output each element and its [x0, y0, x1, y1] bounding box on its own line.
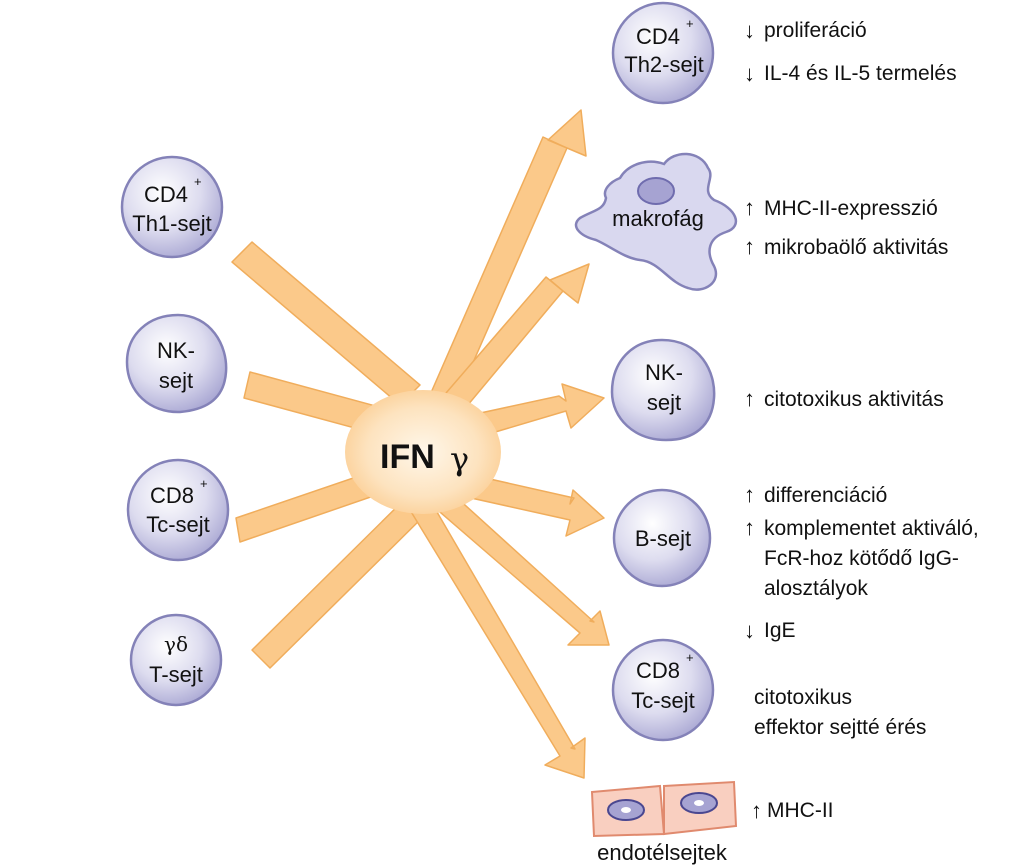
effect-b-2-line2: FcR-hoz kötődő IgG- — [764, 547, 959, 570]
ifn-gamma-label: IFN — [380, 438, 435, 476]
effect-mac-1-text: MHC-II-expresszió — [764, 197, 938, 220]
source-cell-th1: CD4 + Th1-sejt — [120, 155, 224, 259]
effect-nk-arrow: ↑ — [744, 386, 755, 411]
effects-nk: ↑ citotoxikus aktivitás — [744, 386, 944, 411]
th2-line2: Th2-sejt — [624, 52, 703, 77]
gammadelta-symbol: γδ — [164, 632, 188, 656]
macrophage-nucleus — [637, 177, 675, 205]
effect-b-3-arrow: ↓ — [744, 618, 755, 643]
th1-label-line2: Th1-sejt — [132, 211, 211, 236]
arrow-to-endothelial — [409, 499, 586, 779]
effect-cd8-line1: citotoxikus — [754, 686, 852, 709]
macrophage-label: makrofág — [612, 206, 704, 231]
source-cd8-line1: CD8 — [150, 483, 194, 508]
gammadelta-label: T-sejt — [149, 662, 203, 687]
target-cell-nk: NK- sejt — [610, 338, 716, 442]
arrow-to-cd8 — [425, 485, 610, 646]
source-nk-line1: NK- — [157, 338, 195, 363]
target-nk-line2: sejt — [647, 390, 681, 415]
target-endothelial-cells: endotélsejtek — [590, 780, 738, 865]
source-cell-cd8: CD8 + Tc-sejt — [126, 458, 230, 562]
effect-mac-2-arrow: ↑ — [744, 234, 755, 259]
effect-b-3-text: IgE — [764, 619, 796, 642]
endothelial-label: endotélsejtek — [597, 840, 728, 865]
th2-line1: CD4 — [636, 24, 680, 49]
effects-cd8: citotoxikus effektor sejtté érés — [754, 686, 926, 739]
th1-label-line1: CD4 — [144, 182, 188, 207]
ray-from-th1 — [231, 241, 421, 406]
effect-th2-2-text: IL-4 és IL-5 termelés — [764, 62, 957, 85]
ifn-gamma-core — [345, 390, 501, 514]
target-cd8-line2: Tc-sejt — [631, 688, 695, 713]
effect-b-2-line1: komplementet aktiváló, — [764, 517, 979, 540]
target-cd8-line1: CD8 — [636, 658, 680, 683]
arrow-to-macrophage — [439, 263, 590, 419]
effects-th2: ↓ proliferáció ↓ IL-4 és IL-5 termelés — [744, 18, 957, 86]
source-nk-line2: sejt — [159, 368, 193, 393]
effect-th2-2-arrow: ↓ — [744, 61, 755, 86]
effect-nk-text: citotoxikus aktivitás — [764, 388, 944, 411]
effect-mac-2-text: mikrobaölő aktivitás — [764, 236, 948, 259]
target-cd8-sup: + — [686, 650, 694, 665]
target-macrophage: makrofág — [574, 152, 738, 291]
gamma-symbol: γ — [450, 440, 469, 478]
effects-b: ↑ differenciáció ↑ komplementet aktiváló… — [744, 482, 979, 643]
effect-b-1-arrow: ↑ — [744, 482, 755, 507]
th1-sup: + — [194, 174, 202, 189]
source-cell-gammadelta: γδ T-sejt — [129, 613, 223, 707]
source-cell-nk: NK- sejt — [125, 313, 228, 414]
effect-endo-arrow: ↑ — [751, 798, 762, 823]
svg-text:CD4: CD4 — [144, 182, 188, 207]
effect-th2-1-arrow: ↓ — [744, 18, 755, 43]
effects-macrophage: ↑ MHC-II-expresszió ↑ mikrobaölő aktivit… — [744, 195, 948, 259]
effect-b-1-text: differenciáció — [764, 484, 887, 507]
effect-cd8-line2: effektor sejtté érés — [754, 716, 926, 739]
target-nk-line1: NK- — [645, 360, 683, 385]
effect-b-2-line3: alosztályok — [764, 577, 868, 600]
effects-endothelial: ↑ MHC-II — [751, 798, 834, 823]
target-cell-b: B-sejt — [612, 488, 712, 588]
effect-mac-1-arrow: ↑ — [744, 195, 755, 220]
target-cell-th2: CD4 + Th2-sejt — [611, 1, 715, 105]
effect-b-2-arrow: ↑ — [744, 515, 755, 540]
target-cell-cd8: CD8 + Tc-sejt — [611, 638, 715, 742]
effect-endo-text: MHC-II — [767, 799, 834, 822]
source-cd8-line2: Tc-sejt — [146, 512, 210, 537]
arrow-to-th2 — [429, 109, 587, 407]
b-cell-label: B-sejt — [635, 526, 691, 551]
source-cd8-sup: + — [200, 476, 208, 491]
ifn-gamma-starburst: IFN γ — [231, 109, 610, 779]
th2-sup: + — [686, 16, 694, 31]
effect-th2-1-text: proliferáció — [764, 19, 867, 42]
